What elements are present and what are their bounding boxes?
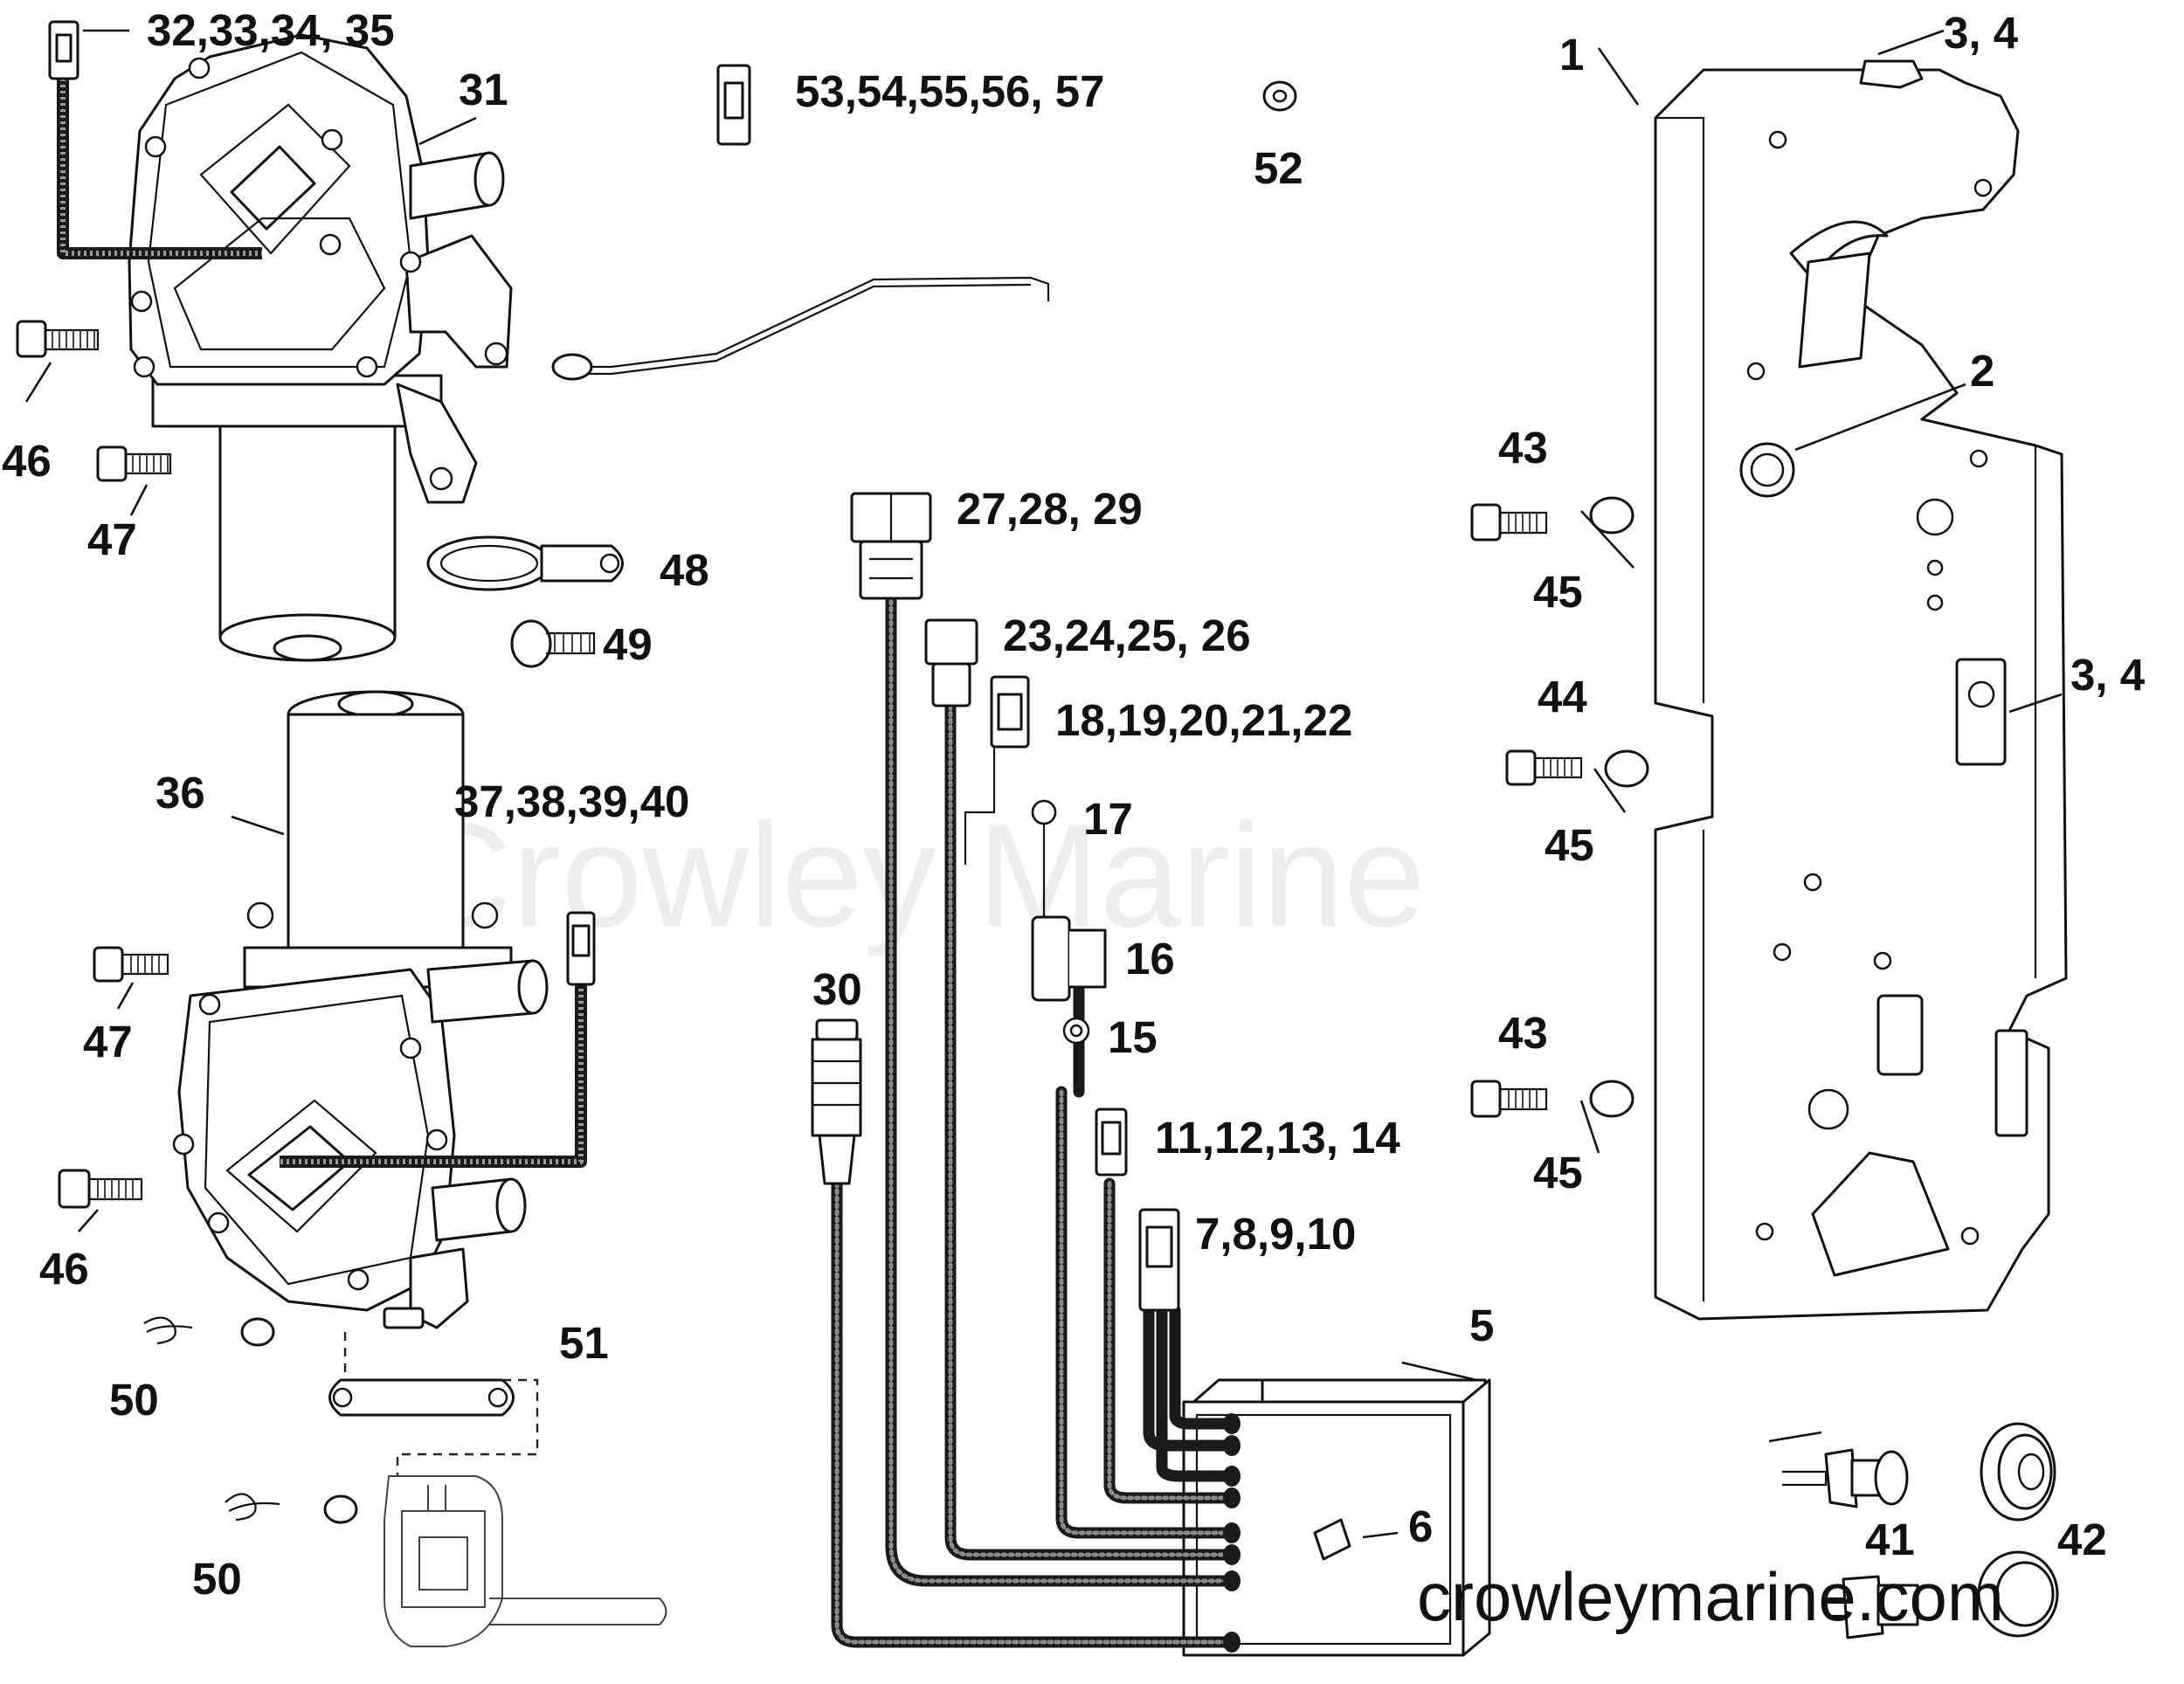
wiring-harness	[831, 588, 1491, 1657]
ring-terminal-17	[1031, 799, 1057, 825]
callout-labels: 32,33,34, 35 31 53,54,55,56, 57 52 1 3, …	[2, 5, 2146, 1604]
link-51	[328, 1332, 539, 1476]
clip-50-upper	[143, 1316, 275, 1347]
mounting-bracket-1	[1654, 59, 2068, 1321]
callout-31: 31	[459, 65, 508, 114]
callout-44: 44	[1538, 672, 1587, 721]
callout-43-upper: 43	[1498, 423, 1548, 473]
screw-49	[510, 619, 596, 668]
callout-42: 42	[2057, 1515, 2107, 1564]
connector-27-29	[850, 492, 932, 600]
bolt-47-lower	[93, 946, 169, 983]
callout-47-lower: 47	[83, 1017, 133, 1066]
bolt-43-lower	[1470, 1080, 1635, 1118]
callout-2: 2	[1970, 346, 1994, 396]
callout-32-35: 32,33,34, 35	[147, 5, 395, 55]
callout-46-upper: 46	[2, 436, 52, 486]
leader-lines	[24, 29, 2063, 1539]
callout-52: 52	[1254, 143, 1303, 193]
callout-17: 17	[1083, 794, 1133, 844]
callout-45-upper: 45	[1533, 567, 1583, 617]
callout-45-middle: 45	[1545, 820, 1594, 870]
bolt-43-upper	[1470, 496, 1635, 542]
callout-43-lower: 43	[1498, 1008, 1548, 1058]
callout-51: 51	[559, 1318, 609, 1368]
upper-actuator-assembly	[128, 33, 1050, 662]
callout-3-4-top: 3, 4	[1944, 8, 2019, 58]
callout-11-14: 11,12,13, 14	[1155, 1113, 1400, 1163]
callout-3-4-side: 3, 4	[2070, 650, 2146, 700]
connector-11-14	[1095, 1108, 1128, 1177]
callout-47-upper: 47	[87, 514, 137, 564]
callout-49: 49	[603, 619, 653, 669]
bolt-46-lower	[58, 1169, 143, 1209]
callout-6: 6	[1408, 1501, 1433, 1551]
callout-1: 1	[1559, 30, 1584, 79]
ring-terminal-15	[1062, 1017, 1090, 1083]
clamp-48	[426, 535, 624, 591]
callout-27-29: 27,28, 29	[957, 484, 1143, 534]
callout-18-22: 18,19,20,21,22	[1055, 695, 1352, 745]
lower-actuator-assembly	[172, 690, 549, 1329]
module-part-6	[1313, 1518, 1351, 1561]
callout-45-lower: 45	[1533, 1148, 1583, 1197]
connector-23-26	[924, 618, 978, 707]
connector-7-10	[1138, 1208, 1180, 1312]
stud-41	[1782, 1448, 1919, 1639]
callout-46-lower: 46	[39, 1244, 89, 1294]
lower-bracket	[384, 1475, 667, 1647]
callout-37-40: 37,38,39,40	[454, 776, 689, 826]
callout-15: 15	[1108, 1012, 1158, 1062]
bolt-46-upper	[16, 320, 100, 358]
callout-36: 36	[156, 768, 205, 818]
callout-16: 16	[1125, 934, 1175, 983]
callout-7-10: 7,8,9,10	[1195, 1209, 1356, 1259]
bolt-44	[1505, 749, 1649, 788]
bolt-47-upper	[96, 445, 172, 482]
callout-41: 41	[1865, 1515, 1915, 1564]
callout-48: 48	[660, 545, 709, 595]
connector-53-57	[716, 64, 751, 146]
clip-50-lower	[225, 1493, 358, 1524]
website-watermark: crowleymarine.com	[1417, 1558, 2004, 1635]
connector-30	[811, 1018, 862, 1185]
lower-actuator-harness	[280, 911, 596, 1168]
callout-5: 5	[1469, 1301, 1494, 1350]
callout-53-57: 53,54,55,56, 57	[795, 66, 1105, 116]
upper-actuator-harness	[48, 20, 262, 259]
callout-30: 30	[812, 964, 862, 1014]
callout-50-lower: 50	[192, 1554, 242, 1604]
callout-50-upper: 50	[109, 1375, 159, 1425]
fuse-holder-16	[1031, 915, 1107, 1002]
callout-23-26: 23,24,25, 26	[1003, 611, 1251, 660]
grommet-42	[1977, 1422, 2059, 1638]
washer-52	[1262, 80, 1297, 112]
connector-18-22	[990, 675, 1030, 749]
